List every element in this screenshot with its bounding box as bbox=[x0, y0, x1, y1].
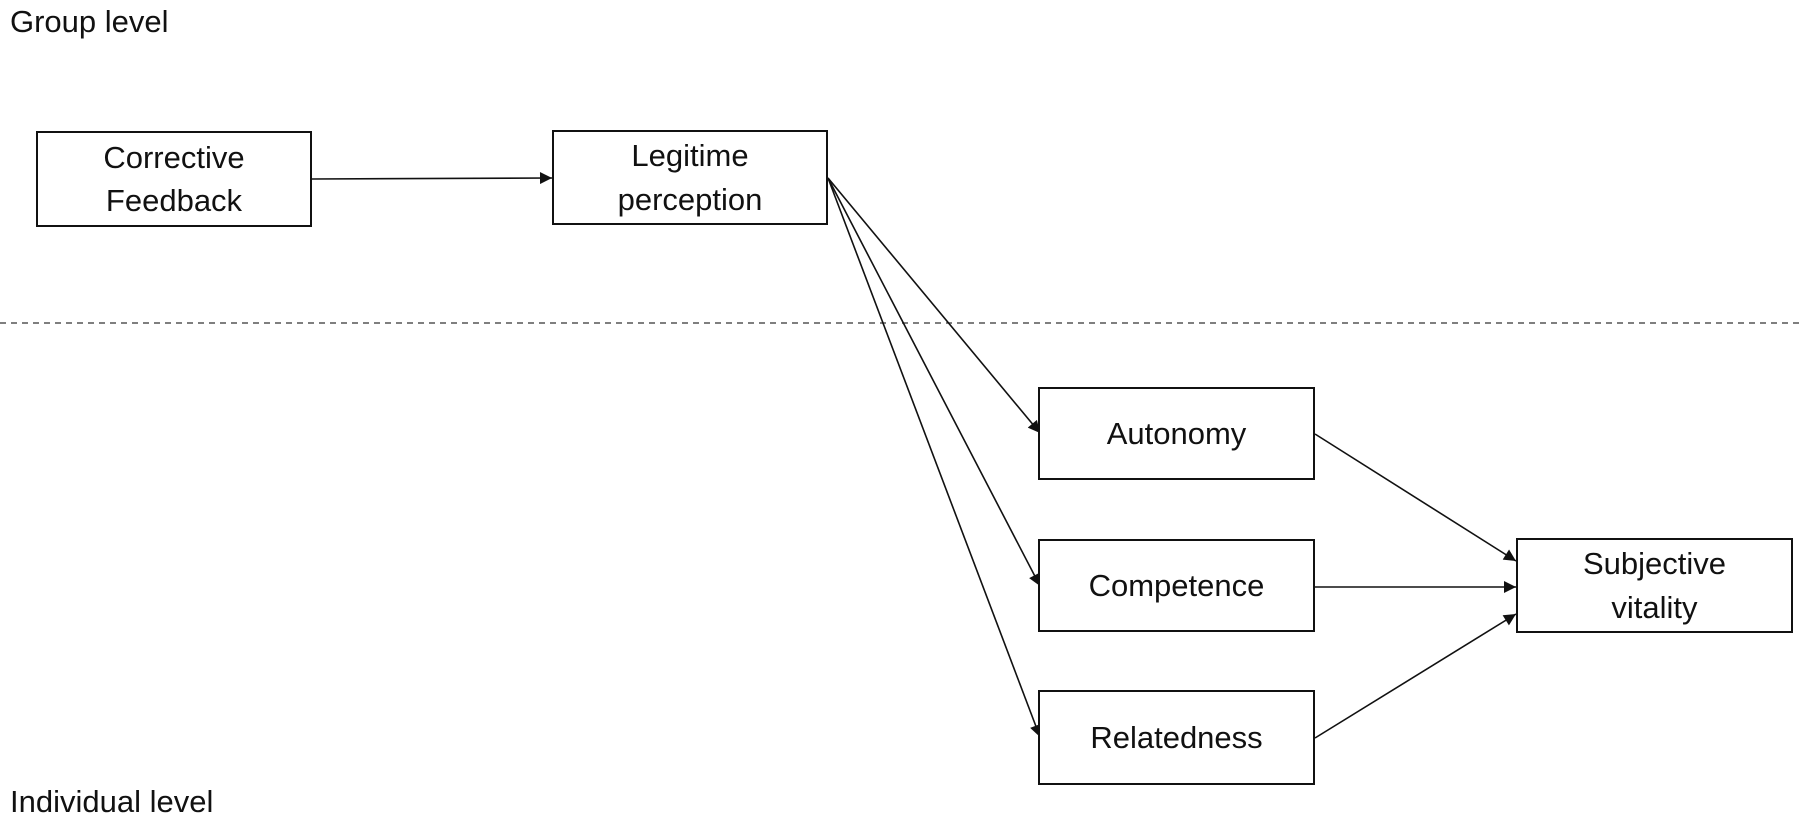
node-subjective-vitality: Subjective vitality bbox=[1516, 538, 1793, 633]
node-subjective-vitality-line2: vitality bbox=[1611, 589, 1698, 625]
individual-level-label: Individual level bbox=[10, 784, 214, 819]
edge-legitime-to-competence bbox=[827, 177, 1041, 587]
node-legitime-perception-line1: Legitime bbox=[631, 138, 749, 174]
node-corrective-feedback-line1: Corrective bbox=[103, 139, 245, 175]
node-competence: Competence bbox=[1038, 539, 1315, 632]
group-level-label: Group level bbox=[10, 4, 169, 39]
node-autonomy: Autonomy bbox=[1038, 387, 1315, 480]
node-corrective-feedback-line2: Feedback bbox=[105, 183, 243, 218]
edge-corrective-to-legitime bbox=[311, 172, 553, 185]
edge-legitime-to-relatedness bbox=[827, 177, 1042, 738]
node-corrective-feedback: Corrective Feedback bbox=[36, 131, 312, 227]
node-autonomy-label: Autonomy bbox=[1106, 415, 1247, 451]
edge-autonomy-to-vitality bbox=[1314, 433, 1517, 562]
node-relatedness-label: Relatedness bbox=[1090, 719, 1263, 755]
edge-legitime-to-autonomy bbox=[827, 177, 1041, 434]
node-legitime-perception: Legitime perception bbox=[552, 130, 828, 225]
node-competence-label: Competence bbox=[1088, 567, 1265, 603]
edge-relatedness-to-vitality bbox=[1314, 613, 1517, 739]
node-subjective-vitality-line1: Subjective bbox=[1582, 546, 1727, 582]
node-relatedness: Relatedness bbox=[1038, 690, 1315, 785]
node-legitime-perception-line2: perception bbox=[617, 181, 763, 217]
